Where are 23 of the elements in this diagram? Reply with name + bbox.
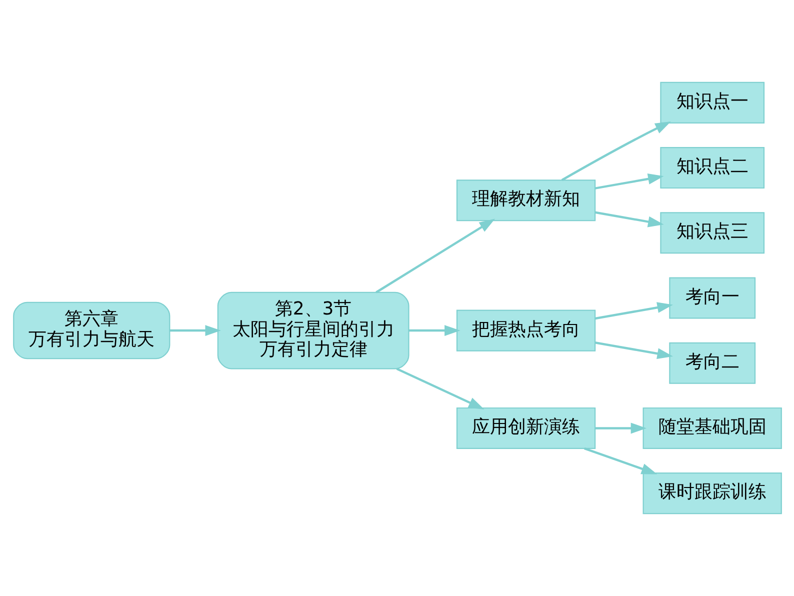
arrow <box>396 368 484 410</box>
node-box: 考向一 <box>668 277 756 319</box>
node-box: 知识点二 <box>660 147 764 189</box>
arrow <box>584 447 657 474</box>
arrow <box>375 218 495 294</box>
node-box: 第六章 万有引力与航天 <box>12 302 170 360</box>
node-box: 知识点一 <box>660 82 764 124</box>
arrow <box>594 174 664 190</box>
arrow <box>169 325 220 336</box>
node-box: 课时跟踪训练 <box>642 472 782 514</box>
node-box: 考向二 <box>668 342 756 384</box>
node-box: 第2、3节 太阳与行星间的引力 万有引力定律 <box>216 292 409 370</box>
arrow <box>594 341 672 360</box>
node-box: 理解教材新知 <box>456 180 596 222</box>
arrow <box>594 302 672 320</box>
node-box: 把握热点考向 <box>456 310 596 352</box>
arrow <box>594 211 664 228</box>
node-box: 随堂基础巩固 <box>642 407 782 449</box>
node-box: 应用创新演练 <box>456 407 596 449</box>
arrow <box>408 325 460 336</box>
arrow <box>594 422 646 434</box>
node-box: 知识点三 <box>660 212 764 254</box>
arrow <box>560 121 670 182</box>
